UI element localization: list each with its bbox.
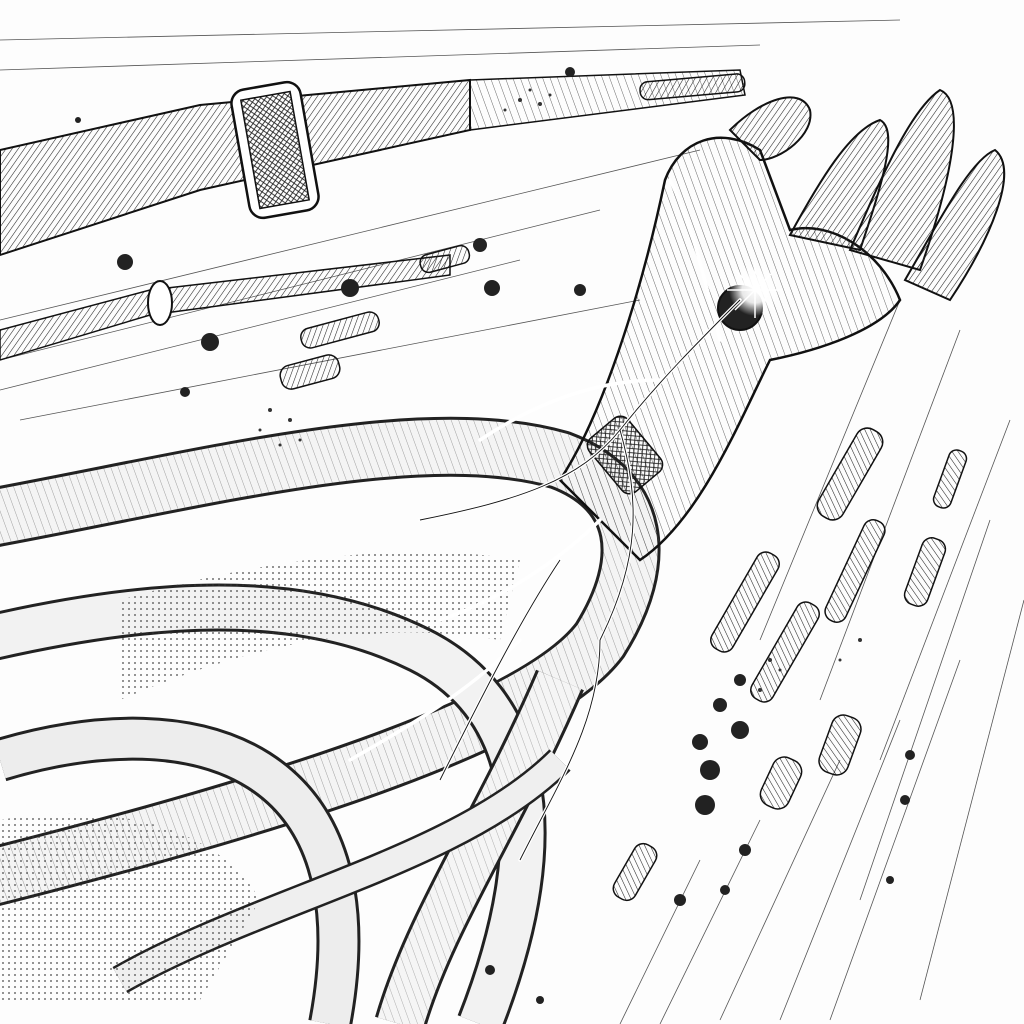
horizontal-rod-cylinder bbox=[0, 69, 746, 361]
debris-dust bbox=[258, 88, 862, 692]
nerve-outlines bbox=[419, 299, 741, 861]
flying-capsules bbox=[279, 73, 968, 902]
spark-light bbox=[727, 262, 783, 318]
dark-shadow-fill bbox=[0, 552, 520, 1000]
floating-particles bbox=[75, 67, 915, 1004]
